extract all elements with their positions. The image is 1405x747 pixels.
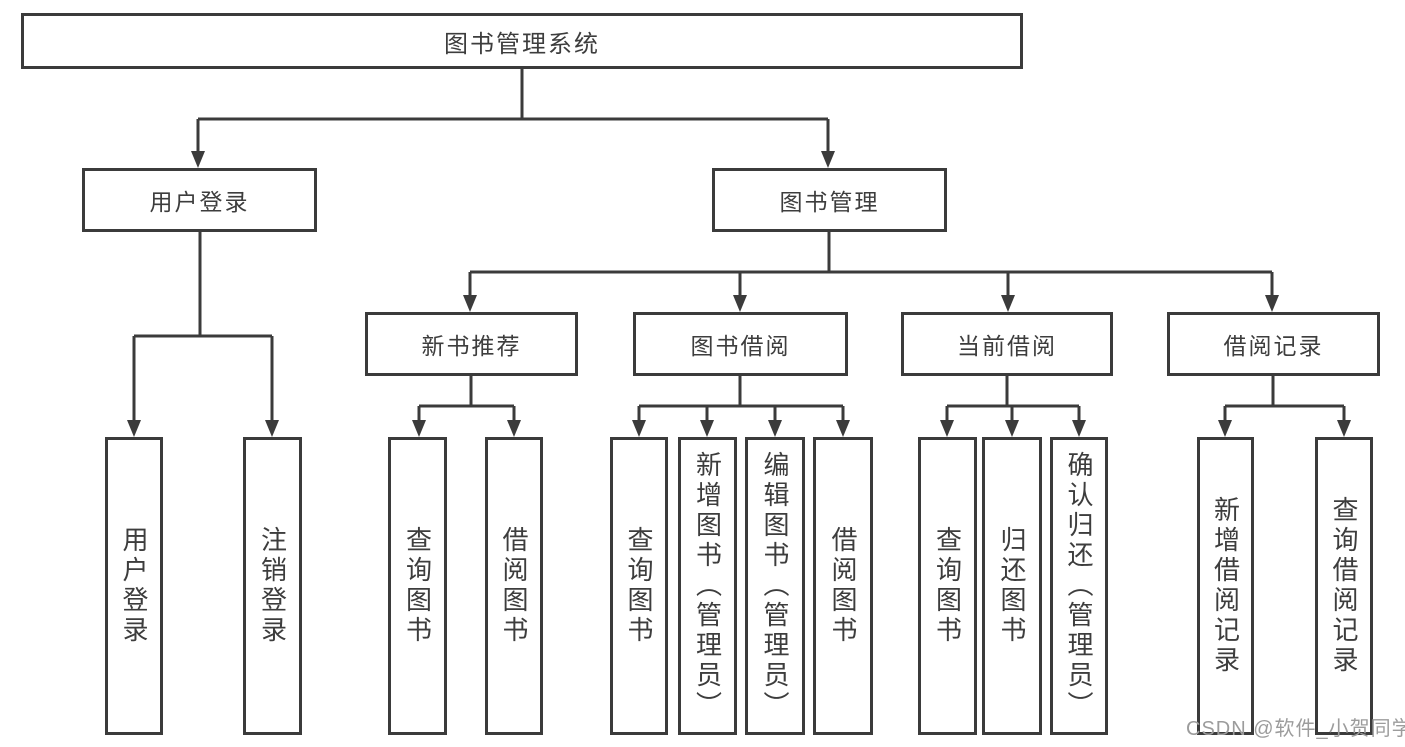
leaf-user-login-label: 用户登录 xyxy=(119,526,149,646)
connector-root-to-level2 xyxy=(196,69,830,152)
leaf-query-books-borrowing: 查询图书 xyxy=(610,437,668,735)
leaf-user-login: 用户登录 xyxy=(105,437,163,735)
leaf-query-borrow-record: 查询借阅记录 xyxy=(1315,437,1373,735)
leaf-add-borrow-record: 新增借阅记录 xyxy=(1197,437,1254,735)
leaf-return-books-label: 归还图书 xyxy=(997,526,1027,646)
leaf-add-book-admin-label: 新增图书（管理员） xyxy=(692,451,723,721)
connector-user-login-to-leaves xyxy=(132,232,274,421)
node-borrowing-records: 借阅记录 xyxy=(1167,312,1380,376)
leaf-return-books: 归还图书 xyxy=(982,437,1042,735)
node-book-management: 图书管理 xyxy=(712,168,947,232)
connector-new-book-recommendation-group xyxy=(417,376,516,421)
leaf-borrow-books-recommend: 借阅图书 xyxy=(485,437,543,735)
leaf-edit-book-admin-label: 编辑图书（管理员） xyxy=(760,451,790,721)
leaf-borrow-books-recommend-label: 借阅图书 xyxy=(499,526,529,646)
node-user-login: 用户登录 xyxy=(82,168,317,232)
leaf-add-book-admin: 新增图书（管理员） xyxy=(678,437,737,735)
leaf-borrow-books-borrowing: 借阅图书 xyxy=(813,437,873,735)
leaf-logout: 注销登录 xyxy=(243,437,302,735)
leaf-edit-book-admin: 编辑图书（管理员） xyxy=(745,437,805,735)
leaf-query-borrow-record-label: 查询借阅记录 xyxy=(1329,496,1359,676)
node-new-book-recommendation: 新书推荐 xyxy=(365,312,578,376)
csdn-watermark: CSDN @软件_小贺同学 xyxy=(1186,718,1405,740)
leaf-add-borrow-record-label: 新增借阅记录 xyxy=(1210,496,1241,676)
connector-book-management-to-categories xyxy=(468,232,1274,296)
leaf-borrow-books-borrowing-label: 借阅图书 xyxy=(828,526,858,646)
leaf-query-books-borrowing-label: 查询图书 xyxy=(624,526,654,646)
leaf-query-books-current-label: 查询图书 xyxy=(932,526,963,646)
leaf-confirm-return-admin-label: 确认归还（管理员） xyxy=(1064,451,1094,721)
node-book-borrowing: 图书借阅 xyxy=(633,312,848,376)
arrow-down-icons xyxy=(127,151,1351,437)
node-library-management-system: 图书管理系统 xyxy=(21,13,1023,69)
node-current-borrowing: 当前借阅 xyxy=(901,312,1113,376)
connector-book-borrowing-group xyxy=(637,376,845,421)
connector-current-borrowing-group xyxy=(945,376,1081,421)
leaf-logout-label: 注销登录 xyxy=(257,526,288,646)
connector-borrowing-records-group xyxy=(1223,376,1346,421)
leaf-query-books-recommend-label: 查询图书 xyxy=(402,526,433,646)
leaf-query-books-current: 查询图书 xyxy=(918,437,977,735)
leaf-confirm-return-admin: 确认归还（管理员） xyxy=(1050,437,1108,735)
leaf-query-books-recommend: 查询图书 xyxy=(388,437,447,735)
